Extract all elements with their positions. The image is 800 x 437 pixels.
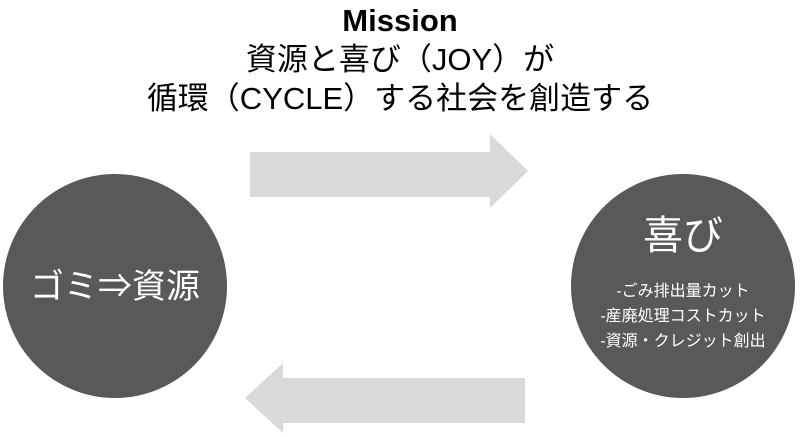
mission-subtitle-line-2: 循環（CYCLE）する社会を創造する xyxy=(146,81,654,116)
joy-circle: 喜び -ごみ排出量カット -産廃処理コストカット -資源・クレジット創出 xyxy=(571,174,795,398)
waste-to-resource-circle: ゴミ⇒資源 xyxy=(3,174,227,398)
mission-title-block: Mission 資源と喜び（JOY）が 循環（CYCLE）する社会を創造する xyxy=(0,0,800,118)
mission-heading: Mission xyxy=(342,3,458,38)
mission-subtitle-line-1: 資源と喜び（JOY）が xyxy=(245,42,555,77)
joy-benefit-item: -資源・クレジット創出 xyxy=(600,333,766,350)
joy-benefit-item: -ごみ排出量カット xyxy=(616,283,750,300)
joy-circle-title: 喜び xyxy=(643,214,723,258)
left-arrow-icon xyxy=(245,363,525,433)
joy-benefit-list: -ごみ排出量カット -産廃処理コストカット -資源・クレジット創出 xyxy=(600,279,765,354)
joy-benefit-item: -産廃処理コストカット xyxy=(600,308,766,325)
waste-to-resource-label: ゴミ⇒資源 xyxy=(30,267,200,306)
right-arrow-icon xyxy=(250,134,528,208)
